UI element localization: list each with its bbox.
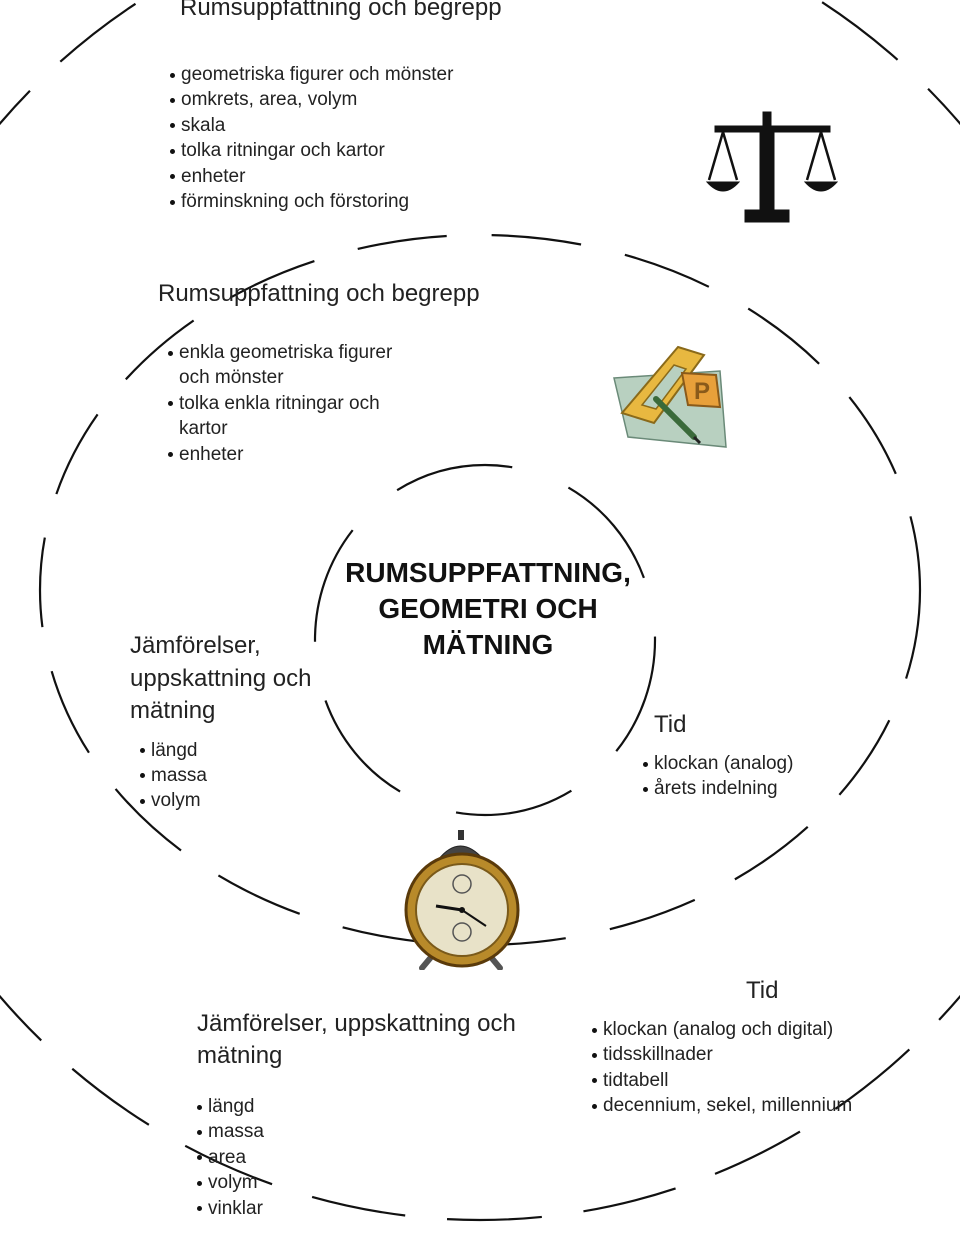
- svg-text:P: P: [694, 378, 710, 405]
- list-item: enheter: [170, 164, 600, 189]
- list-item: volym: [140, 788, 330, 813]
- middle-left-list: längd massa volym: [140, 738, 330, 814]
- middle-right-title: Tid: [654, 711, 687, 738]
- list-item: längd: [140, 738, 330, 763]
- list-item: tidsskillnader: [592, 1042, 882, 1067]
- list-item: volym: [197, 1170, 537, 1195]
- list-item: årets indelning: [643, 776, 884, 801]
- middle-top-title: Rumsuppfattning och begrepp: [158, 280, 480, 307]
- outer-bottom-right-section: Tid klockan (analog och digital) tidsski…: [592, 975, 902, 1119]
- middle-left-title: Jämförelser, uppskattning och mätning: [130, 632, 312, 724]
- list-item: klockan (analog och digital): [592, 1017, 882, 1042]
- outer-top-section: Rumsuppfattning och begrepp geometriska …: [170, 0, 600, 214]
- middle-right-section: Tid klockan (analog) årets indelning: [643, 709, 884, 802]
- list-item: massa: [197, 1119, 537, 1144]
- inner-ring: [313, 463, 657, 817]
- middle-top-section: Rumsuppfattning och begrepp enkla geomet…: [158, 278, 578, 467]
- list-item: vinklar: [197, 1196, 537, 1221]
- list-item: tidtabell: [592, 1068, 882, 1093]
- balance-scale-icon: [705, 111, 839, 223]
- outer-top-list: geometriska figurer och mönster omkrets,…: [170, 62, 600, 214]
- middle-top-list: enkla geometriska figurer och mönster to…: [168, 340, 428, 467]
- outer-bottom-right-list: klockan (analog och digital) tidsskillna…: [592, 1017, 882, 1119]
- outer-bottom-left-title: Jämförelser, uppskattning och mätning: [197, 1010, 516, 1069]
- drafting-tools-icon: P: [613, 345, 727, 448]
- outer-top-title: Rumsuppfattning och begrepp: [180, 0, 502, 21]
- list-item: area: [197, 1145, 537, 1170]
- list-item: decennium, sekel, millennium: [592, 1093, 882, 1118]
- list-item: enkla geometriska figurer och mönster: [168, 340, 428, 391]
- middle-left-section: Jämförelser, uppskattning och mätning lä…: [130, 630, 330, 814]
- outer-bottom-right-title: Tid: [746, 977, 779, 1004]
- list-item: längd: [197, 1094, 537, 1119]
- list-item: klockan (analog): [643, 751, 884, 776]
- list-item: skala: [170, 113, 600, 138]
- list-item: tolka ritningar och kartor: [170, 138, 600, 163]
- list-item: tolka enkla ritningar och kartor: [168, 391, 428, 442]
- alarm-clock-icon: [404, 830, 520, 970]
- middle-right-list: klockan (analog) årets indelning: [643, 751, 884, 802]
- list-item: omkrets, area, volym: [170, 87, 600, 112]
- list-item: enheter: [168, 442, 428, 467]
- list-item: geometriska figurer och mönster: [170, 62, 600, 87]
- list-item: massa: [140, 763, 330, 788]
- outer-bottom-left-list: längd massa area volym vinklar: [197, 1094, 537, 1221]
- list-item: förminskning och förstoring: [170, 189, 600, 214]
- center-title: RUMSUPPFATTNING, GEOMETRI OCH MÄTNING: [345, 557, 631, 660]
- outer-bottom-left-section: Jämförelser, uppskattning och mätning lä…: [197, 1008, 537, 1221]
